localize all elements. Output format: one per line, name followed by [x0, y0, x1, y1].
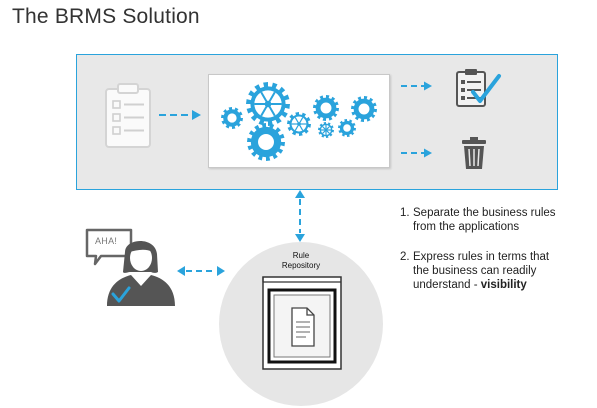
clipboard-list-icon — [105, 83, 151, 148]
slide-title: The BRMS Solution — [12, 5, 200, 28]
point-1-line2: from the applications — [413, 221, 520, 233]
point-1-number: 1. — [400, 207, 410, 219]
point-2-emphasis: visibility — [480, 279, 527, 291]
document-icon — [291, 307, 315, 347]
point-2-number: 2. — [400, 251, 410, 263]
person-icon — [85, 228, 175, 306]
arrow-engine-to-approved — [401, 81, 432, 91]
gear — [318, 122, 334, 138]
speech-bubble-text: AHA! — [95, 236, 118, 246]
point-2-line1: Express rules in terms that — [413, 251, 550, 263]
gear — [246, 82, 290, 126]
arrow-engine-to-discard — [401, 148, 432, 158]
gear — [221, 107, 243, 129]
arrow-user-repository — [177, 266, 225, 276]
point-2-line3-prefix: understand - — [413, 279, 481, 291]
arrow-engine-repository — [295, 190, 305, 242]
gear — [247, 123, 285, 161]
point-2: 2.Express rules in terms that the busine… — [400, 250, 549, 292]
point-1-line1: Separate the business rules — [413, 207, 556, 219]
point-2-line3: understand - visibility — [400, 278, 549, 292]
trash-icon — [462, 137, 486, 169]
gear — [287, 112, 311, 136]
repository-label-line1: Rule — [292, 251, 310, 260]
gears-icon — [221, 82, 377, 161]
rule-repository — [262, 276, 342, 370]
clipboard-check-icon — [456, 69, 501, 107]
point-1: 1.Separate the business rules from the a… — [400, 206, 556, 234]
gear — [351, 96, 377, 122]
gear — [313, 95, 339, 121]
arrow-input-to-engine — [159, 110, 201, 120]
point-2-line2: the business can readily — [413, 265, 537, 277]
repository-label: Rule Repository — [265, 251, 337, 271]
repository-label-line2: Repository — [281, 261, 321, 270]
gear — [338, 119, 356, 137]
